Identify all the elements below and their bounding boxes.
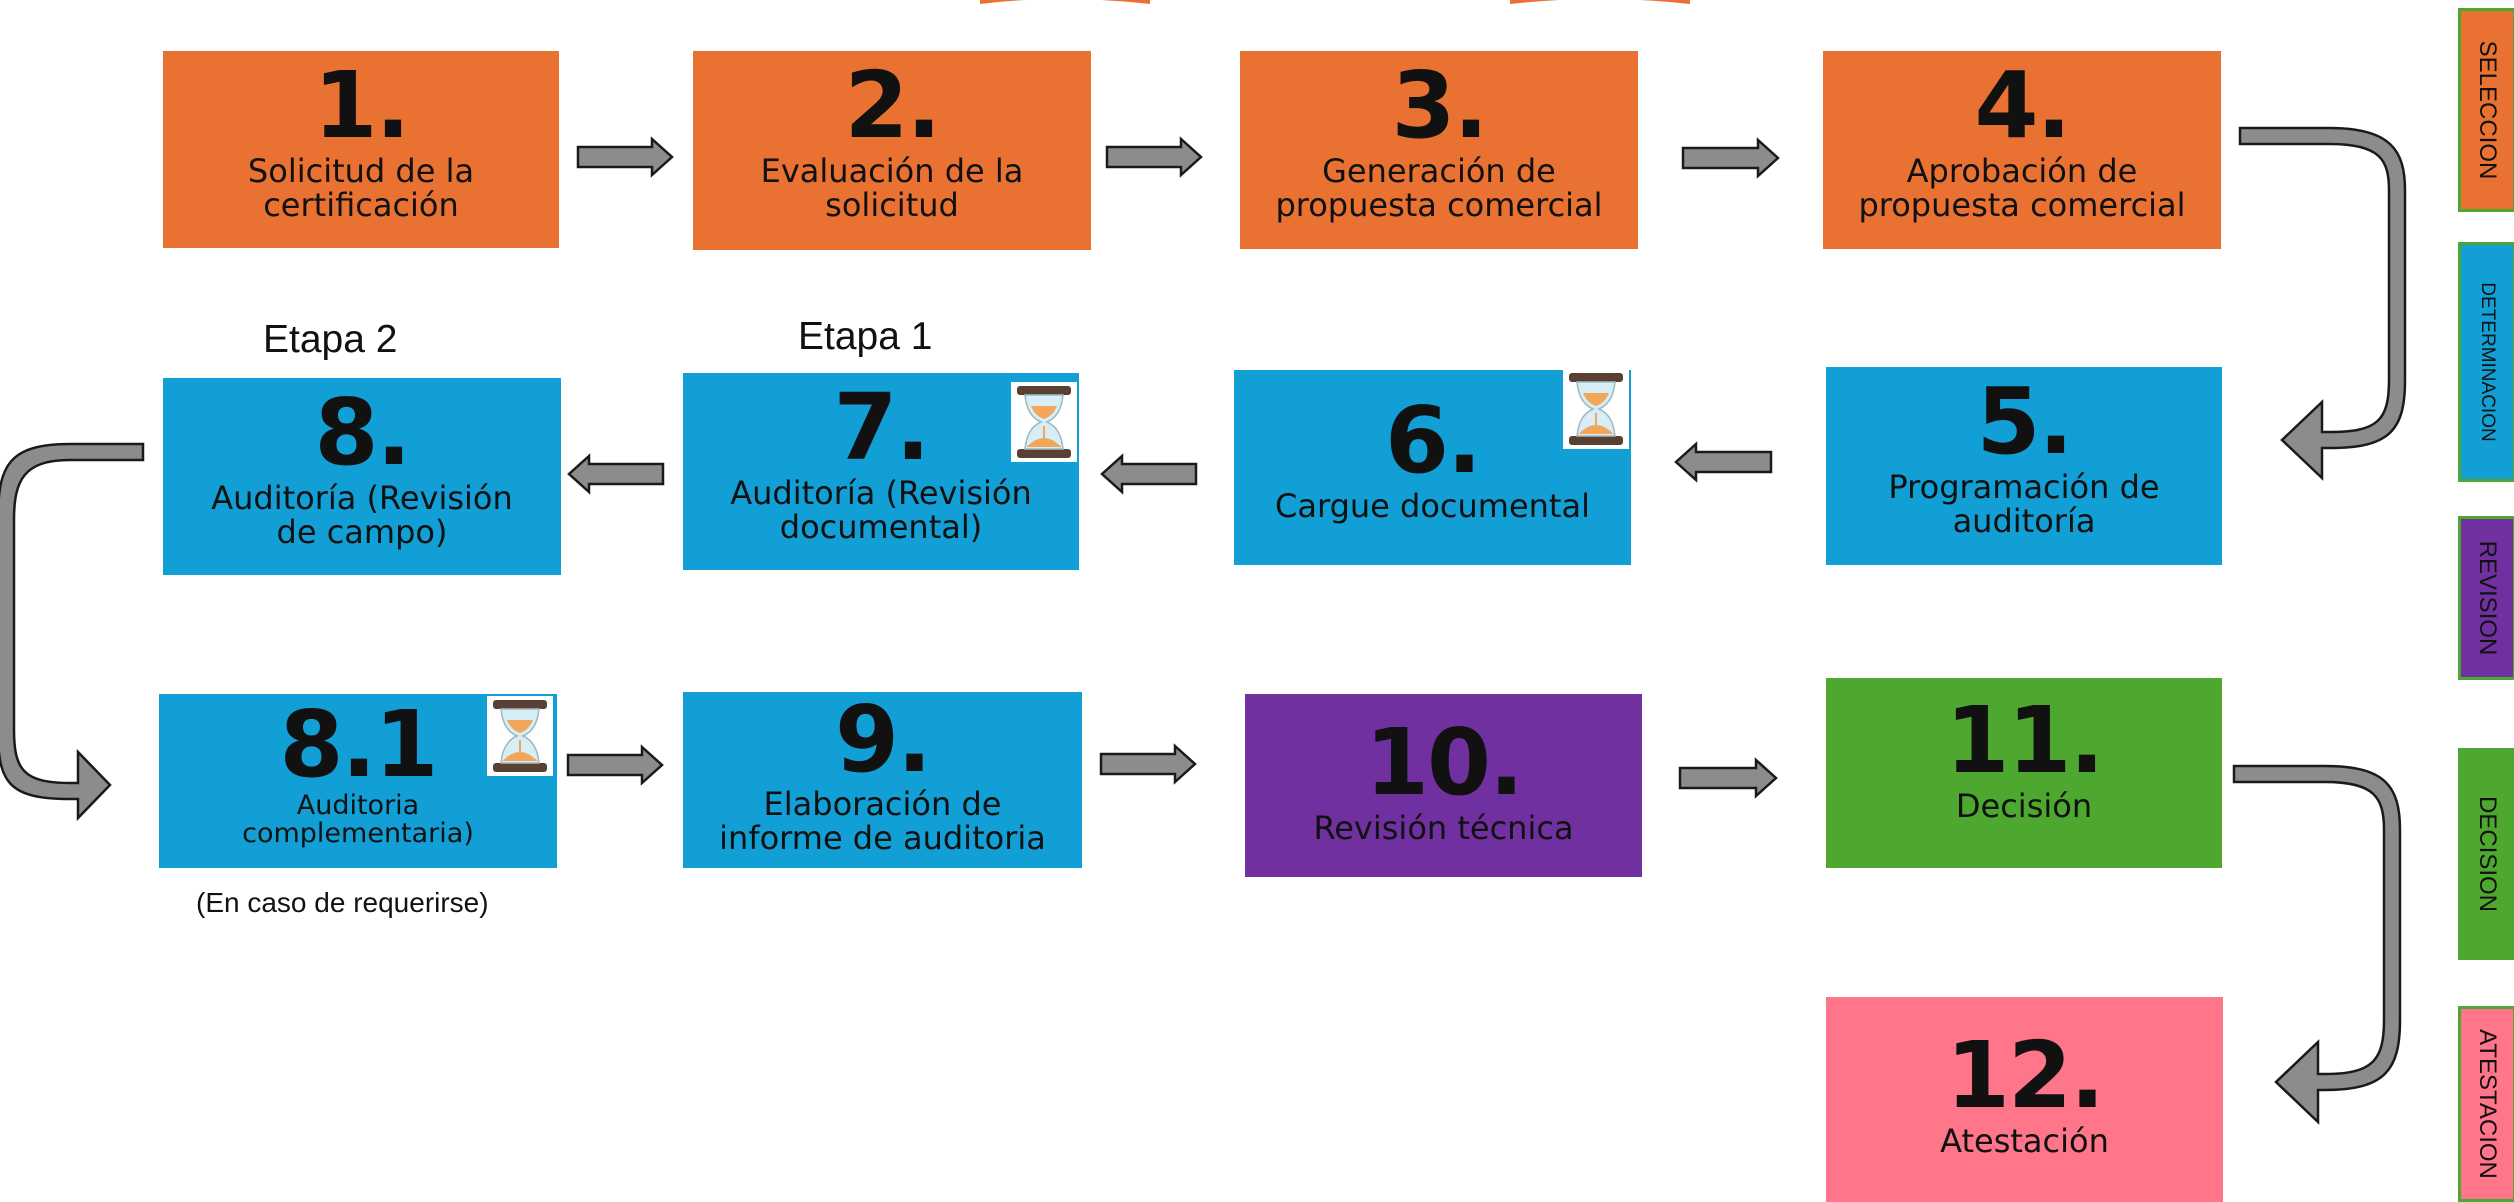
top-arc-decoration: [1510, 0, 1690, 4]
step-number: 2.: [844, 52, 942, 159]
hourglass-icon: [487, 696, 553, 776]
step-6-box: 6. Cargue documental: [1234, 370, 1631, 565]
step-label-line1: Generación de: [1322, 152, 1556, 190]
step-3-box: 3. Generación de propuesta comercial: [1240, 51, 1638, 249]
arrow-5-to-6: [1674, 441, 1773, 483]
step-number: 1.: [313, 52, 411, 159]
step-label-line2: certificación: [263, 185, 459, 224]
hourglass-icon: [1563, 369, 1629, 449]
step-number: 11.: [1945, 687, 2105, 794]
hourglass-icon: [1011, 382, 1077, 462]
curved-arrow-4-to-5: [2238, 126, 2407, 481]
conditional-note: (En caso de requerirse): [196, 887, 489, 918]
phase-tab-label: REVISION: [2474, 540, 2501, 656]
step-label-line1: Auditoria: [296, 790, 420, 821]
step-9-box: 9. Elaboración de informe de auditoria: [683, 692, 1082, 868]
step-label-line2: propuesta comercial: [1275, 185, 1603, 224]
phase-tab-determinacion: DETERMINACION: [2458, 242, 2514, 482]
arrow-2-to-3: [1105, 136, 1203, 178]
step-number: 9.: [835, 686, 932, 793]
phase-tab-label: ATESTACION: [2474, 1029, 2501, 1179]
step-10-box: 10. Revisión técnica: [1245, 694, 1642, 877]
step-label-line2: documental): [779, 507, 983, 546]
step-number: 4.: [1974, 52, 2072, 159]
phase-tab-seleccion: SELECCION: [2458, 8, 2514, 212]
phase-tab-label: DETERMINACION: [2477, 282, 2498, 442]
step-1-box: 1. Solicitud de la certificación: [163, 51, 559, 248]
step-label-line2: de campo): [276, 512, 448, 551]
step-label-line1: Atestación: [1940, 1122, 2109, 1160]
curved-arrow-11-to-12: [2232, 764, 2402, 1125]
step-number: 5.: [1976, 368, 2074, 475]
phase-tab-revision: REVISION: [2458, 516, 2514, 680]
step-label-line1: Revisión técnica: [1313, 809, 1574, 847]
step-number: 8.: [314, 379, 412, 486]
top-arc-decoration: [980, 0, 1150, 4]
step-label-line2: auditoría: [1952, 501, 2096, 540]
step-number: 10.: [1365, 709, 1524, 816]
stage-label-etapa-2: Etapa 2: [263, 318, 398, 361]
step-number: 6.: [1385, 387, 1482, 494]
arrow-7-to-8: [567, 453, 665, 495]
phase-tab-decision: DECISION: [2458, 748, 2514, 960]
step-label-line1: Programación de: [1888, 468, 2160, 506]
phase-tab-label: SELECCION: [2474, 40, 2501, 180]
step-label-line1: Aprobación de: [1906, 152, 2138, 190]
arrow-81-to-9: [566, 744, 664, 786]
step-label-line1: Decisión: [1955, 787, 2093, 825]
step-4-box: 4. Aprobación de propuesta comercial: [1823, 51, 2221, 249]
stage-label-etapa-1: Etapa 1: [798, 315, 933, 358]
phase-tab-label: DECISION: [2474, 795, 2501, 913]
step-8-1-box: 8.1 Auditoria complementaria): [159, 694, 557, 868]
step-label-line1: Auditoría (Revisión: [730, 474, 1032, 512]
step-number: 3.: [1391, 52, 1489, 159]
step-label-line2: propuesta comercial: [1858, 185, 2186, 224]
step-5-box: 5. Programación de auditoría: [1826, 367, 2222, 565]
step-label-line1: Evaluación de la: [760, 152, 1024, 190]
step-label-line2: solicitud: [825, 185, 959, 224]
step-label-line1: Solicitud de la: [247, 152, 475, 190]
step-label-line2: complementaria): [242, 818, 474, 850]
step-label-line2: informe de auditoria: [719, 818, 1046, 857]
step-12-box: 12. Atestación: [1826, 997, 2223, 1202]
step-number: 8.1: [279, 691, 439, 798]
arrow-3-to-4: [1681, 137, 1780, 179]
step-8-box: 8. Auditoría (Revisión de campo): [163, 378, 561, 575]
step-label-line1: Cargue documental: [1275, 487, 1590, 525]
arrow-9-to-10: [1099, 743, 1197, 785]
step-number: 7.: [833, 374, 931, 481]
arrow-1-to-2: [576, 136, 674, 178]
curved-arrow-8-to-81: [0, 442, 145, 822]
arrow-6-to-7: [1100, 453, 1198, 495]
step-11-box: 11. Decisión: [1826, 678, 2222, 868]
step-number: 12.: [1946, 1022, 2105, 1129]
arrow-10-to-11: [1678, 757, 1778, 799]
step-label-line1: Auditoría (Revisión: [211, 479, 513, 517]
step-label-line1: Elaboración de: [763, 785, 1002, 823]
phase-tab-atestacion: ATESTACION: [2458, 1006, 2514, 1202]
step-2-box: 2. Evaluación de la solicitud: [693, 51, 1091, 250]
